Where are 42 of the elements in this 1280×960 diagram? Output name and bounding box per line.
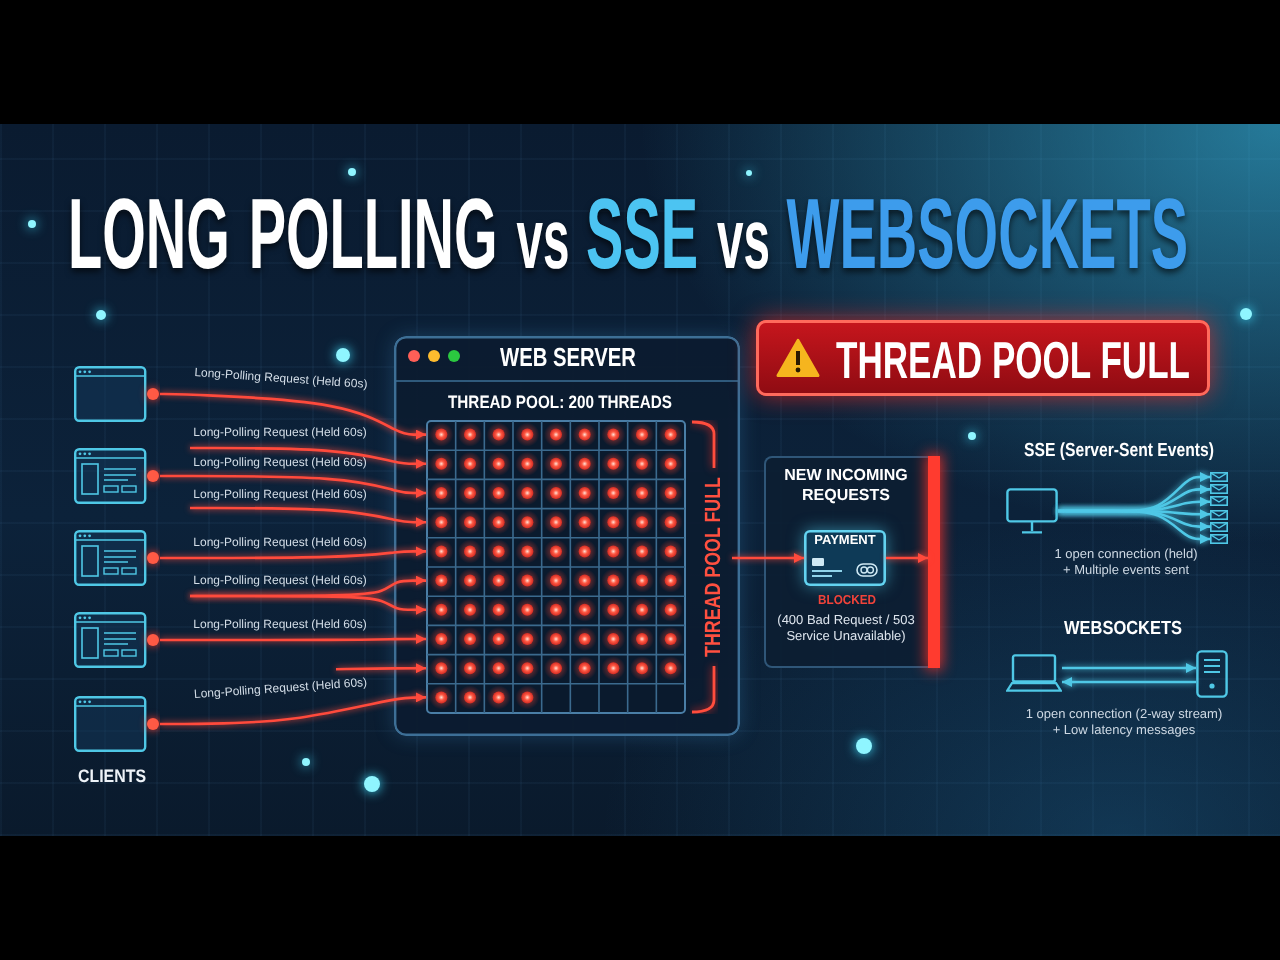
alert-text: THREAD POOL FULL: [836, 334, 1190, 386]
blocking-bar: [928, 456, 940, 668]
browser-window-icon: [74, 530, 160, 586]
envelope-icon: [1210, 509, 1228, 520]
section-heading: WEBSOCKETS: [1064, 619, 1182, 638]
envelope-icon: [1210, 496, 1228, 507]
grid-heading: THREAD POOL: 200 THREADS: [448, 394, 672, 412]
panel-title: WEB SERVER: [500, 344, 636, 370]
envelope-icon: [1210, 472, 1228, 482]
arrow: [1062, 663, 1196, 673]
arrow: [190, 506, 426, 528]
arrow: [160, 634, 426, 644]
envelope-icon: [1210, 534, 1228, 544]
arrow: [335, 663, 426, 674]
vertical-label: THREAD POOL FULL: [703, 476, 725, 656]
payment-card: [804, 530, 886, 586]
arrow: [886, 553, 928, 563]
arrow: [190, 594, 426, 615]
arrow: [1058, 509, 1210, 544]
arrow: [160, 392, 426, 440]
browser-window-icon: [74, 612, 160, 668]
title: LONG POLLING vs SSE vs WEBSOCKETS: [68, 184, 1188, 292]
server-window-panel: [394, 336, 740, 736]
arrow: [732, 553, 804, 563]
envelope-icon: [1210, 484, 1228, 495]
panel-heading: NEW INCOMING REQUESTS: [782, 466, 910, 506]
browser-window-icon: [74, 448, 160, 504]
laptop-icon: [1006, 654, 1062, 692]
column-label: CLIENTS: [77, 768, 145, 786]
envelope-icon: [1210, 521, 1228, 532]
request-panel: [764, 456, 940, 668]
arrow: [1062, 677, 1196, 687]
monitor-icon: [1006, 488, 1058, 534]
arrow: [190, 446, 426, 469]
browser-window-icon: [74, 696, 160, 752]
arrow: [160, 692, 426, 726]
browser-window-icon: [74, 366, 160, 422]
arrow: [160, 474, 426, 498]
alert-banner: [756, 320, 1210, 396]
arrow: [160, 546, 426, 560]
section-heading: SSE (Server-Sent Events): [1024, 441, 1214, 460]
server-icon: [1196, 650, 1228, 698]
